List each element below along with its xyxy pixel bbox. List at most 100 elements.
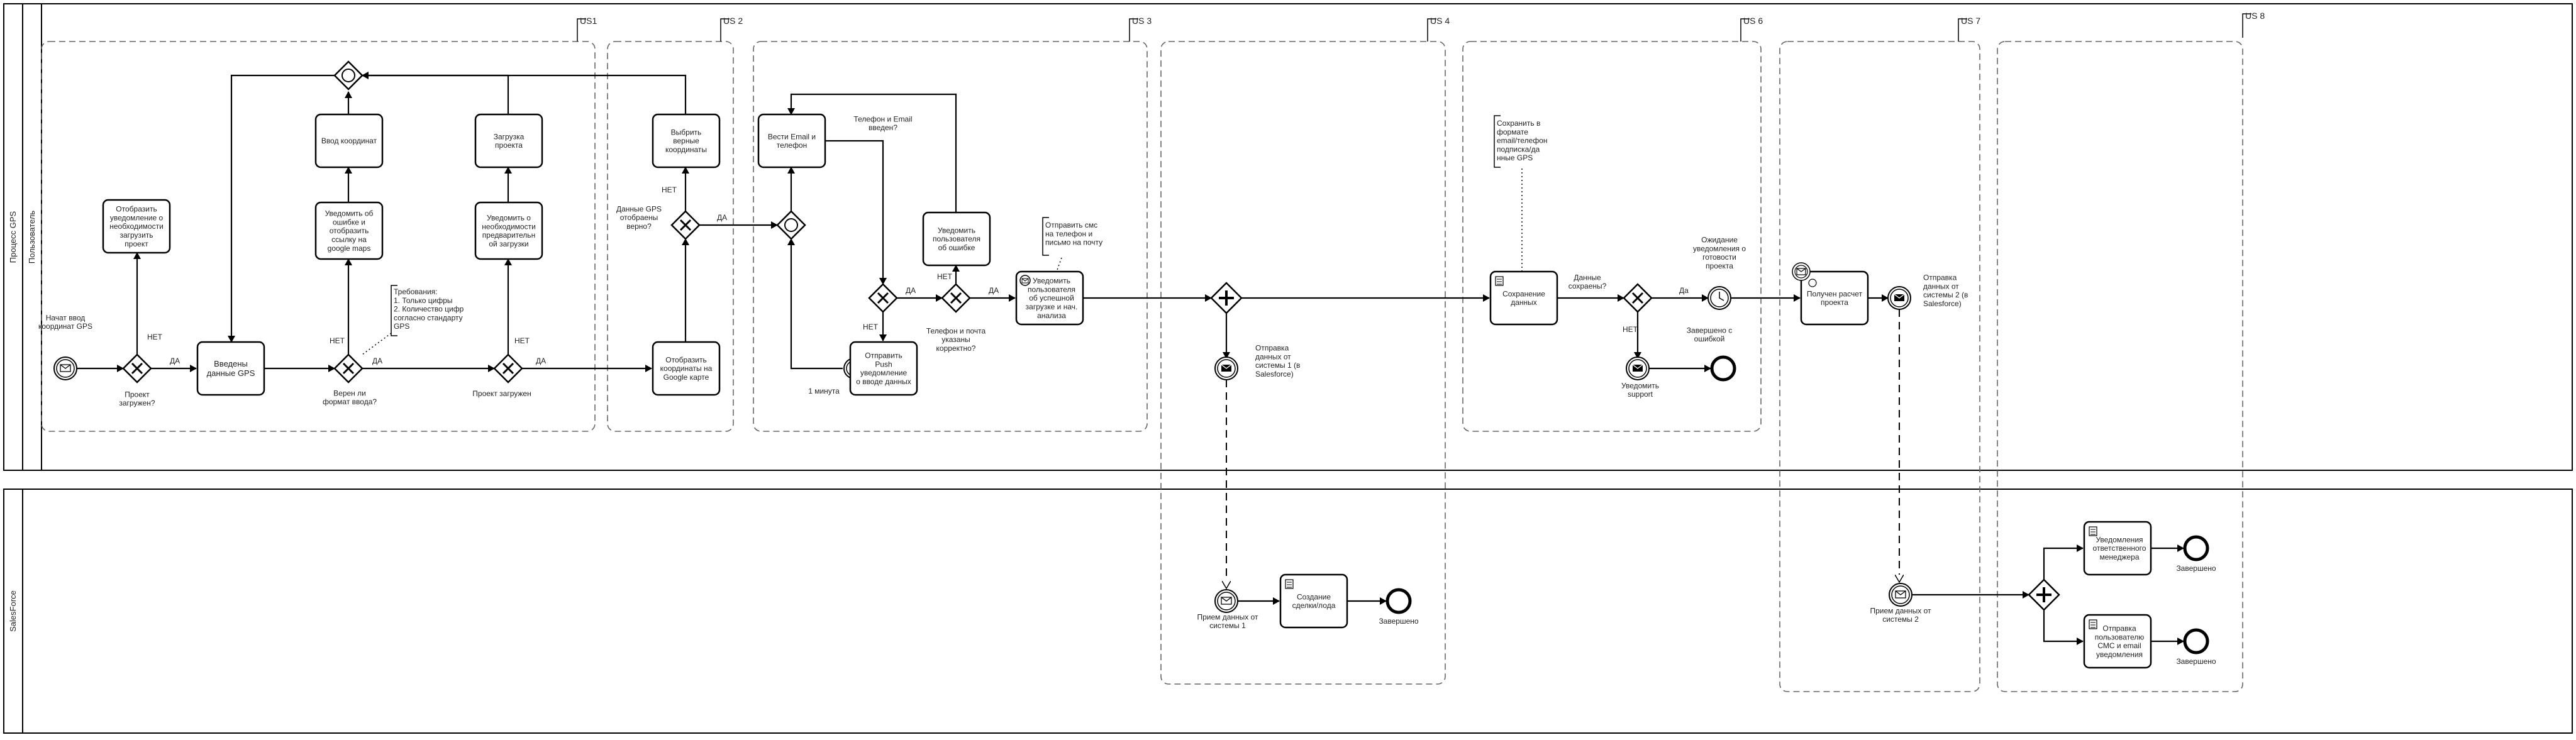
label-yes-g4: ДА — [717, 213, 727, 222]
svg-text:US 4: US 4 — [1430, 16, 1450, 26]
gateway-parallel-split-1 — [1210, 282, 1243, 314]
pool-process-gps — [3, 3, 2573, 471]
group-us6: US 6 — [1462, 16, 1763, 432]
svg-text:US 7: US 7 — [1961, 16, 1980, 26]
svg-text:Ввод координат: Ввод координат — [321, 136, 377, 145]
label-no-g4: НЕТ — [662, 185, 677, 194]
lane-title-user: Пользователь — [27, 211, 36, 264]
message-throw-send-sf2 — [1887, 286, 1911, 310]
end-event-manager — [2183, 535, 2209, 561]
label-yes-g3: ДА — [536, 356, 546, 365]
label-no-g1: НЕТ — [147, 333, 163, 341]
label-no-g6: НЕТ — [937, 272, 953, 281]
svg-text:US 8: US 8 — [2245, 11, 2265, 21]
group-us1: US1 — [41, 16, 597, 432]
timer-event-wait-calc — [1707, 286, 1731, 310]
gateway-exclusive-project-uploaded — [493, 353, 523, 384]
gateway-exclusive-format-valid — [333, 353, 364, 384]
lane-header-user — [22, 3, 42, 471]
start-event-gps — [53, 356, 77, 380]
svg-text:US 3: US 3 — [1132, 16, 1152, 26]
pool-title-process-gps: Процесс GPS — [8, 211, 18, 263]
label-no-g3: НЕТ — [514, 336, 530, 345]
group-us7: US 7 — [1779, 16, 1980, 692]
end-event-sms — [2183, 628, 2209, 654]
label-no-g8: НЕТ — [1623, 325, 1638, 334]
svg-text:US 2: US 2 — [723, 16, 743, 26]
label-done-sf1: Завершено — [1379, 617, 1418, 626]
pool-title-salesforce: SalesForce — [8, 590, 18, 632]
gateway-exclusive-project-loaded — [122, 353, 152, 384]
gateway-exclusive-data-saved — [1623, 283, 1653, 313]
group-us3: US 3 — [753, 16, 1152, 432]
end-event-error — [1710, 355, 1736, 382]
gateway-event-merge-email — [776, 210, 806, 240]
annotation-requirements — [362, 285, 397, 355]
message-throw-notify-support — [1626, 356, 1650, 380]
message-flows — [1226, 309, 1899, 588]
label-done-manager: Завершено — [2176, 564, 2216, 573]
group-us8: US 8 — [1997, 11, 2265, 692]
label-yes-g1: ДА — [170, 356, 180, 365]
svg-text:US 6: US 6 — [1743, 16, 1763, 26]
send-icon — [1019, 275, 1031, 286]
sequence-flows — [77, 72, 2184, 645]
label-g3: Проект загружен — [472, 389, 531, 398]
label-done-sms: Завершено — [2176, 657, 2216, 666]
message-catch-recv-sf2 — [1889, 583, 1913, 607]
annotation-save-format — [1494, 115, 1523, 272]
label-yes-g2: ДА — [372, 356, 382, 365]
task-enter-coordinates: Ввод координат — [314, 113, 384, 168]
pool-header-salesforce — [3, 489, 23, 734]
end-event-sf1 — [1385, 588, 1412, 614]
label-no-g2: НЕТ — [330, 336, 345, 345]
gateway-exclusive-email-entered — [868, 283, 898, 313]
